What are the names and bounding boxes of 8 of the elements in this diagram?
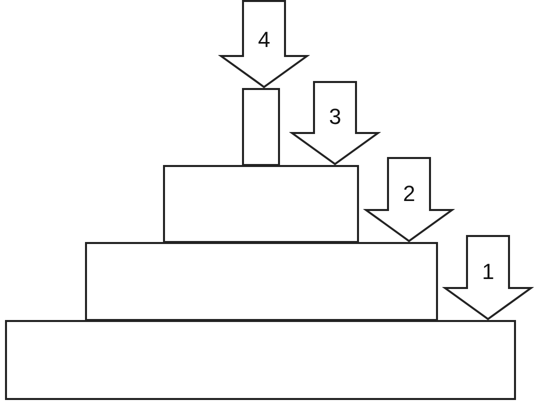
block-arrow: [442, 235, 534, 320]
block: [85, 242, 438, 321]
block: [5, 320, 516, 400]
block: [163, 165, 359, 243]
block-arrow: [218, 0, 310, 88]
block: [242, 88, 280, 166]
block-arrow: [288, 81, 382, 166]
block-arrow: [362, 157, 456, 242]
